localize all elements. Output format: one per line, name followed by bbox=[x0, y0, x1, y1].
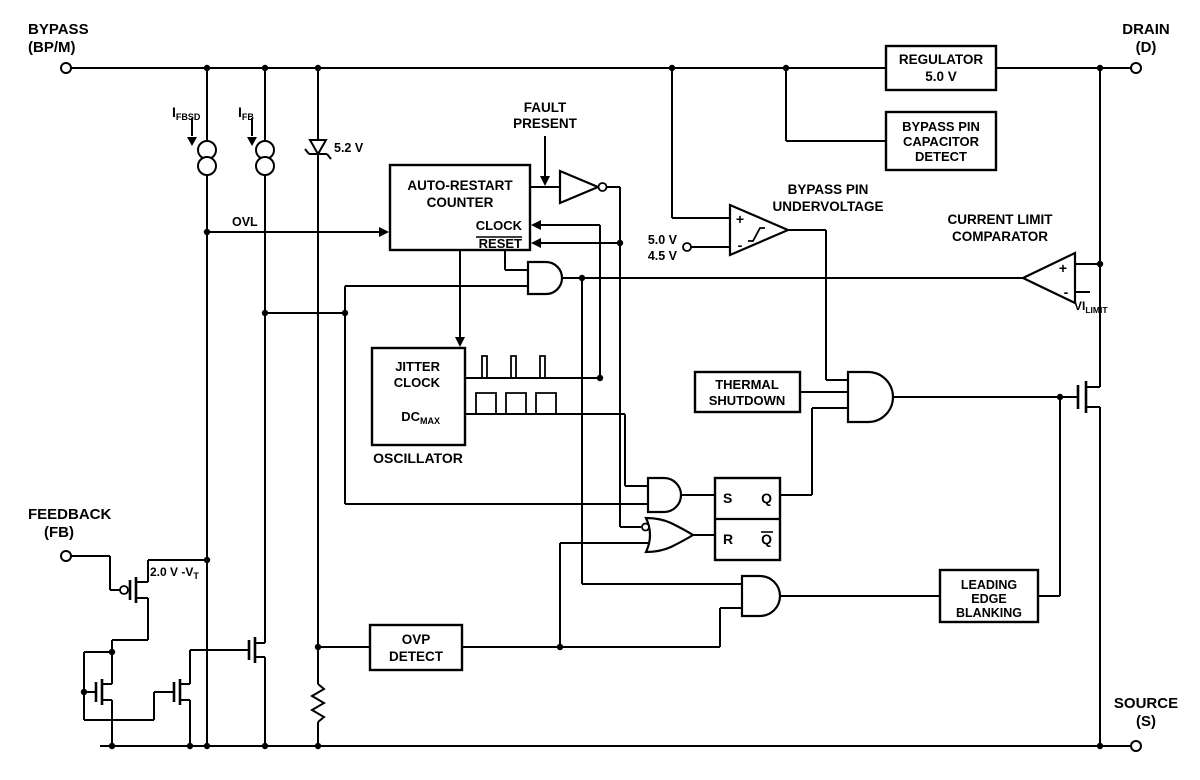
fault-present-label-1: FAULT bbox=[524, 100, 567, 115]
vilimit-label: VILIMIT bbox=[1074, 299, 1108, 315]
ifb-current-source bbox=[255, 140, 275, 176]
jitter-clock-waveform bbox=[470, 355, 557, 379]
bypass-capacitor-detect-block: BYPASS PIN CAPACITOR DETECT bbox=[884, 110, 998, 172]
ovp-detect-block: OVP DETECT bbox=[368, 623, 464, 672]
leb-label-2: EDGE bbox=[971, 592, 1006, 606]
uv-minus-sign: - bbox=[738, 237, 743, 253]
leb-label-1: LEADING bbox=[961, 578, 1017, 592]
counter-label-2: COUNTER bbox=[427, 195, 494, 210]
drain-pin-label: DRAIN bbox=[1122, 21, 1170, 38]
reset-or-gate bbox=[641, 516, 696, 554]
zener-voltage-label: 5.2 V bbox=[334, 141, 364, 155]
sr-latch-block: S Q R Q bbox=[713, 476, 782, 562]
regulator-block: REGULATOR 5.0 V bbox=[884, 44, 998, 92]
cl-minus-sign: - bbox=[1064, 284, 1069, 300]
set-and-gate bbox=[646, 476, 683, 514]
thermal-label-2: SHUTDOWN bbox=[709, 393, 786, 408]
thermal-shutdown-block: THERMAL SHUTDOWN bbox=[693, 370, 802, 414]
output-mosfet bbox=[1076, 381, 1088, 413]
fault-present-label-2: PRESENT bbox=[513, 116, 578, 131]
bypass-undervoltage-label-1: BYPASS PIN bbox=[788, 182, 869, 197]
fb-threshold-label: 2.0 V -VT bbox=[150, 565, 199, 581]
counter-to-oscillator-arrow bbox=[455, 337, 465, 347]
capdetect-label-3: DETECT bbox=[915, 149, 967, 164]
free-labels: BYPASS (BP/M) DRAIN (D) FEEDBACK (FB) SO… bbox=[28, 21, 1178, 730]
feedback-pin-label: FEEDBACK bbox=[28, 506, 112, 523]
hysteresis-icon bbox=[748, 227, 765, 242]
mirror-transistor-right bbox=[172, 679, 182, 705]
cl-plus-sign: + bbox=[1059, 260, 1067, 276]
source-pin-designator: (S) bbox=[1136, 713, 1156, 730]
zener-diode bbox=[304, 139, 332, 160]
bypass-pin-terminal bbox=[60, 62, 72, 74]
current-limit-label-2: COMPARATOR bbox=[952, 229, 1048, 244]
latch-q-label: Q bbox=[761, 490, 772, 506]
clock-arrow bbox=[531, 220, 541, 230]
oscillator-clock-label: CLOCK bbox=[394, 375, 441, 390]
arrowheads bbox=[187, 137, 550, 347]
ifbsd-label: IFBSD bbox=[172, 104, 201, 122]
regulator-label-1: REGULATOR bbox=[899, 52, 984, 67]
feedback-sense-transistor bbox=[119, 577, 138, 603]
source-pin-label: SOURCE bbox=[1114, 695, 1178, 712]
source-pin-terminal bbox=[1130, 740, 1142, 752]
leb-label-3: BLANKING bbox=[956, 606, 1022, 620]
uv-ref-high-label: 5.0 V bbox=[648, 233, 678, 247]
pin-terminals bbox=[60, 62, 1142, 752]
drain-pin-designator: (D) bbox=[1136, 39, 1157, 56]
leading-edge-blanking-block: LEADING EDGE BLANKING bbox=[938, 568, 1040, 624]
ifb-label: IFB bbox=[238, 104, 254, 122]
ifb-current-arrow bbox=[247, 137, 257, 146]
ovp-label-1: OVP bbox=[402, 632, 431, 647]
blanking-and-gate bbox=[740, 574, 782, 618]
oscillator-jitter-label: JITTER bbox=[395, 359, 440, 374]
oscillator-block: JITTER CLOCK DCMAX OSCILLATOR bbox=[370, 346, 467, 466]
counter-clock-label: CLOCK bbox=[476, 218, 523, 233]
resistor bbox=[310, 683, 326, 723]
current-limit-label-1: CURRENT LIMIT bbox=[948, 212, 1054, 227]
oscillator-dcmax-label: DCMAX bbox=[401, 409, 440, 426]
reset-arrow bbox=[531, 238, 541, 248]
drain-pin-terminal bbox=[1130, 62, 1142, 74]
regulator-label-2: 5.0 V bbox=[925, 69, 957, 84]
uv-plus-sign: + bbox=[736, 211, 744, 227]
ifbsd-current-arrow bbox=[187, 137, 197, 146]
capdetect-label-2: CAPACITOR bbox=[903, 134, 980, 149]
bypass-pin-label: BYPASS bbox=[28, 21, 89, 38]
feedback-pin-terminal bbox=[60, 550, 72, 562]
counter-reset-label: RESET bbox=[479, 236, 522, 251]
wires bbox=[71, 67, 1131, 747]
thermal-label-1: THERMAL bbox=[715, 377, 779, 392]
latch-r-label: R bbox=[723, 531, 733, 547]
ovl-arrow bbox=[379, 227, 389, 237]
latch-s-label: S bbox=[723, 490, 732, 506]
uv-ref-low-label: 4.5 V bbox=[648, 249, 678, 263]
dcmax-waveform bbox=[470, 392, 562, 415]
capdetect-label-1: BYPASS PIN bbox=[902, 119, 980, 134]
gates bbox=[526, 169, 895, 618]
bypass-undervoltage-label-2: UNDERVOLTAGE bbox=[772, 199, 883, 214]
restart-and-gate bbox=[526, 260, 564, 296]
ovl-label: OVL bbox=[232, 215, 258, 229]
reference-terminal bbox=[682, 242, 692, 252]
output-and-gate bbox=[846, 370, 895, 424]
ovp-label-2: DETECT bbox=[389, 649, 444, 664]
oscillator-caption: OSCILLATOR bbox=[373, 450, 463, 466]
feedback-pin-designator: (FB) bbox=[44, 524, 74, 541]
bypass-pin-designator: (BP/M) bbox=[28, 39, 76, 56]
oscillator-waveforms bbox=[470, 355, 562, 415]
fault-inverter-gate bbox=[558, 169, 608, 205]
counter-label-1: AUTO-RESTART bbox=[407, 178, 513, 193]
enable-transistor bbox=[247, 637, 257, 663]
ifbsd-current-source bbox=[197, 140, 217, 176]
mirror-transistor-left bbox=[94, 679, 104, 705]
current-limit-comparator: + - bbox=[1020, 251, 1077, 305]
auto-restart-counter-block: AUTO-RESTART COUNTER CLOCK RESET bbox=[388, 163, 532, 252]
bypass-undervoltage-comparator: + - bbox=[682, 203, 791, 257]
fault-arrow bbox=[540, 176, 550, 186]
latch-qbar-label: Q bbox=[761, 531, 772, 547]
junction-dots bbox=[80, 64, 1104, 750]
